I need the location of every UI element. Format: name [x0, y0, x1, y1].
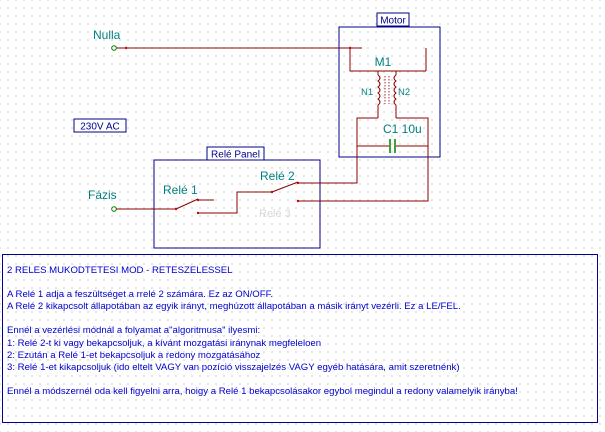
- description-line: A Relé 2 kikapcsolt állapotában az egyik…: [7, 301, 461, 313]
- nulla-pin: [124, 46, 128, 50]
- motor-winding-n2: [393, 71, 397, 118]
- relay2-nc-to-n1-wire: [320, 146, 358, 184]
- n1-to-cap-wire: [356, 117, 378, 146]
- motor-box[interactable]: [338, 26, 441, 158]
- n2-to-cap-wire: [396, 117, 429, 146]
- winding-n1-label: N1: [361, 87, 373, 98]
- description-line: 2: Ezután a Relé 1-et bekapcsoljuk a red…: [7, 349, 261, 361]
- nulla-terminal[interactable]: [111, 45, 117, 51]
- relay1-to-relay2-wire: [214, 191, 251, 214]
- relay1-switch[interactable]: [162, 198, 214, 215]
- description-line: Ennél a vezérlési módnál a folyamat a"al…: [7, 325, 261, 337]
- relay-panel-title: Relé Panel: [211, 150, 260, 161]
- fazis-terminal[interactable]: [111, 206, 117, 212]
- description-line: Ennél a módszernél oda kell figyelni arr…: [7, 385, 518, 397]
- voltage-label-frame: [73, 118, 127, 133]
- spacer: [7, 313, 597, 325]
- relay2-no-to-n2-wire: [320, 146, 429, 202]
- nulla-label: Nulla: [93, 28, 121, 42]
- description-title: 2 RELES MUKODTETESI MOD - RETESZELESSEL: [7, 265, 233, 276]
- description-line: A Relé 1 adja a feszültséget a rrelé 2 s…: [7, 289, 274, 301]
- description-line: 3: Relé 1-et kikapcsoljuk (ido eltelt VA…: [7, 361, 460, 373]
- fazis-label: Fázis: [88, 188, 117, 202]
- relay-panel-title-frame: [206, 146, 265, 161]
- capacitor-label: C1 10u: [383, 122, 422, 136]
- motor-box-title: Motor: [380, 16, 406, 27]
- description-line: 1: Relé 2-t ki vagy bekapcsoljuk, a kívá…: [7, 337, 322, 349]
- description-panel[interactable]: 2 RELES MUKODTETESI MOD - RETESZELESSEL …: [2, 254, 598, 423]
- voltage-label: 230V AC: [80, 122, 119, 133]
- motor-winding-n1: [377, 71, 381, 118]
- motor-box-title-frame: [376, 12, 410, 27]
- spacer: [7, 374, 597, 386]
- winding-n2-label: N2: [398, 87, 410, 98]
- motor-common-wire: [349, 48, 426, 72]
- motor-m1-label: M1: [375, 55, 392, 69]
- relay3-ghost-label: Relé 3: [259, 208, 291, 220]
- relay1-label: Relé 1: [163, 183, 198, 197]
- spacer: [7, 277, 597, 289]
- relay2-label: Relé 2: [260, 169, 295, 183]
- relay2-switch[interactable]: [251, 181, 320, 203]
- motor-pin-top: [348, 46, 352, 50]
